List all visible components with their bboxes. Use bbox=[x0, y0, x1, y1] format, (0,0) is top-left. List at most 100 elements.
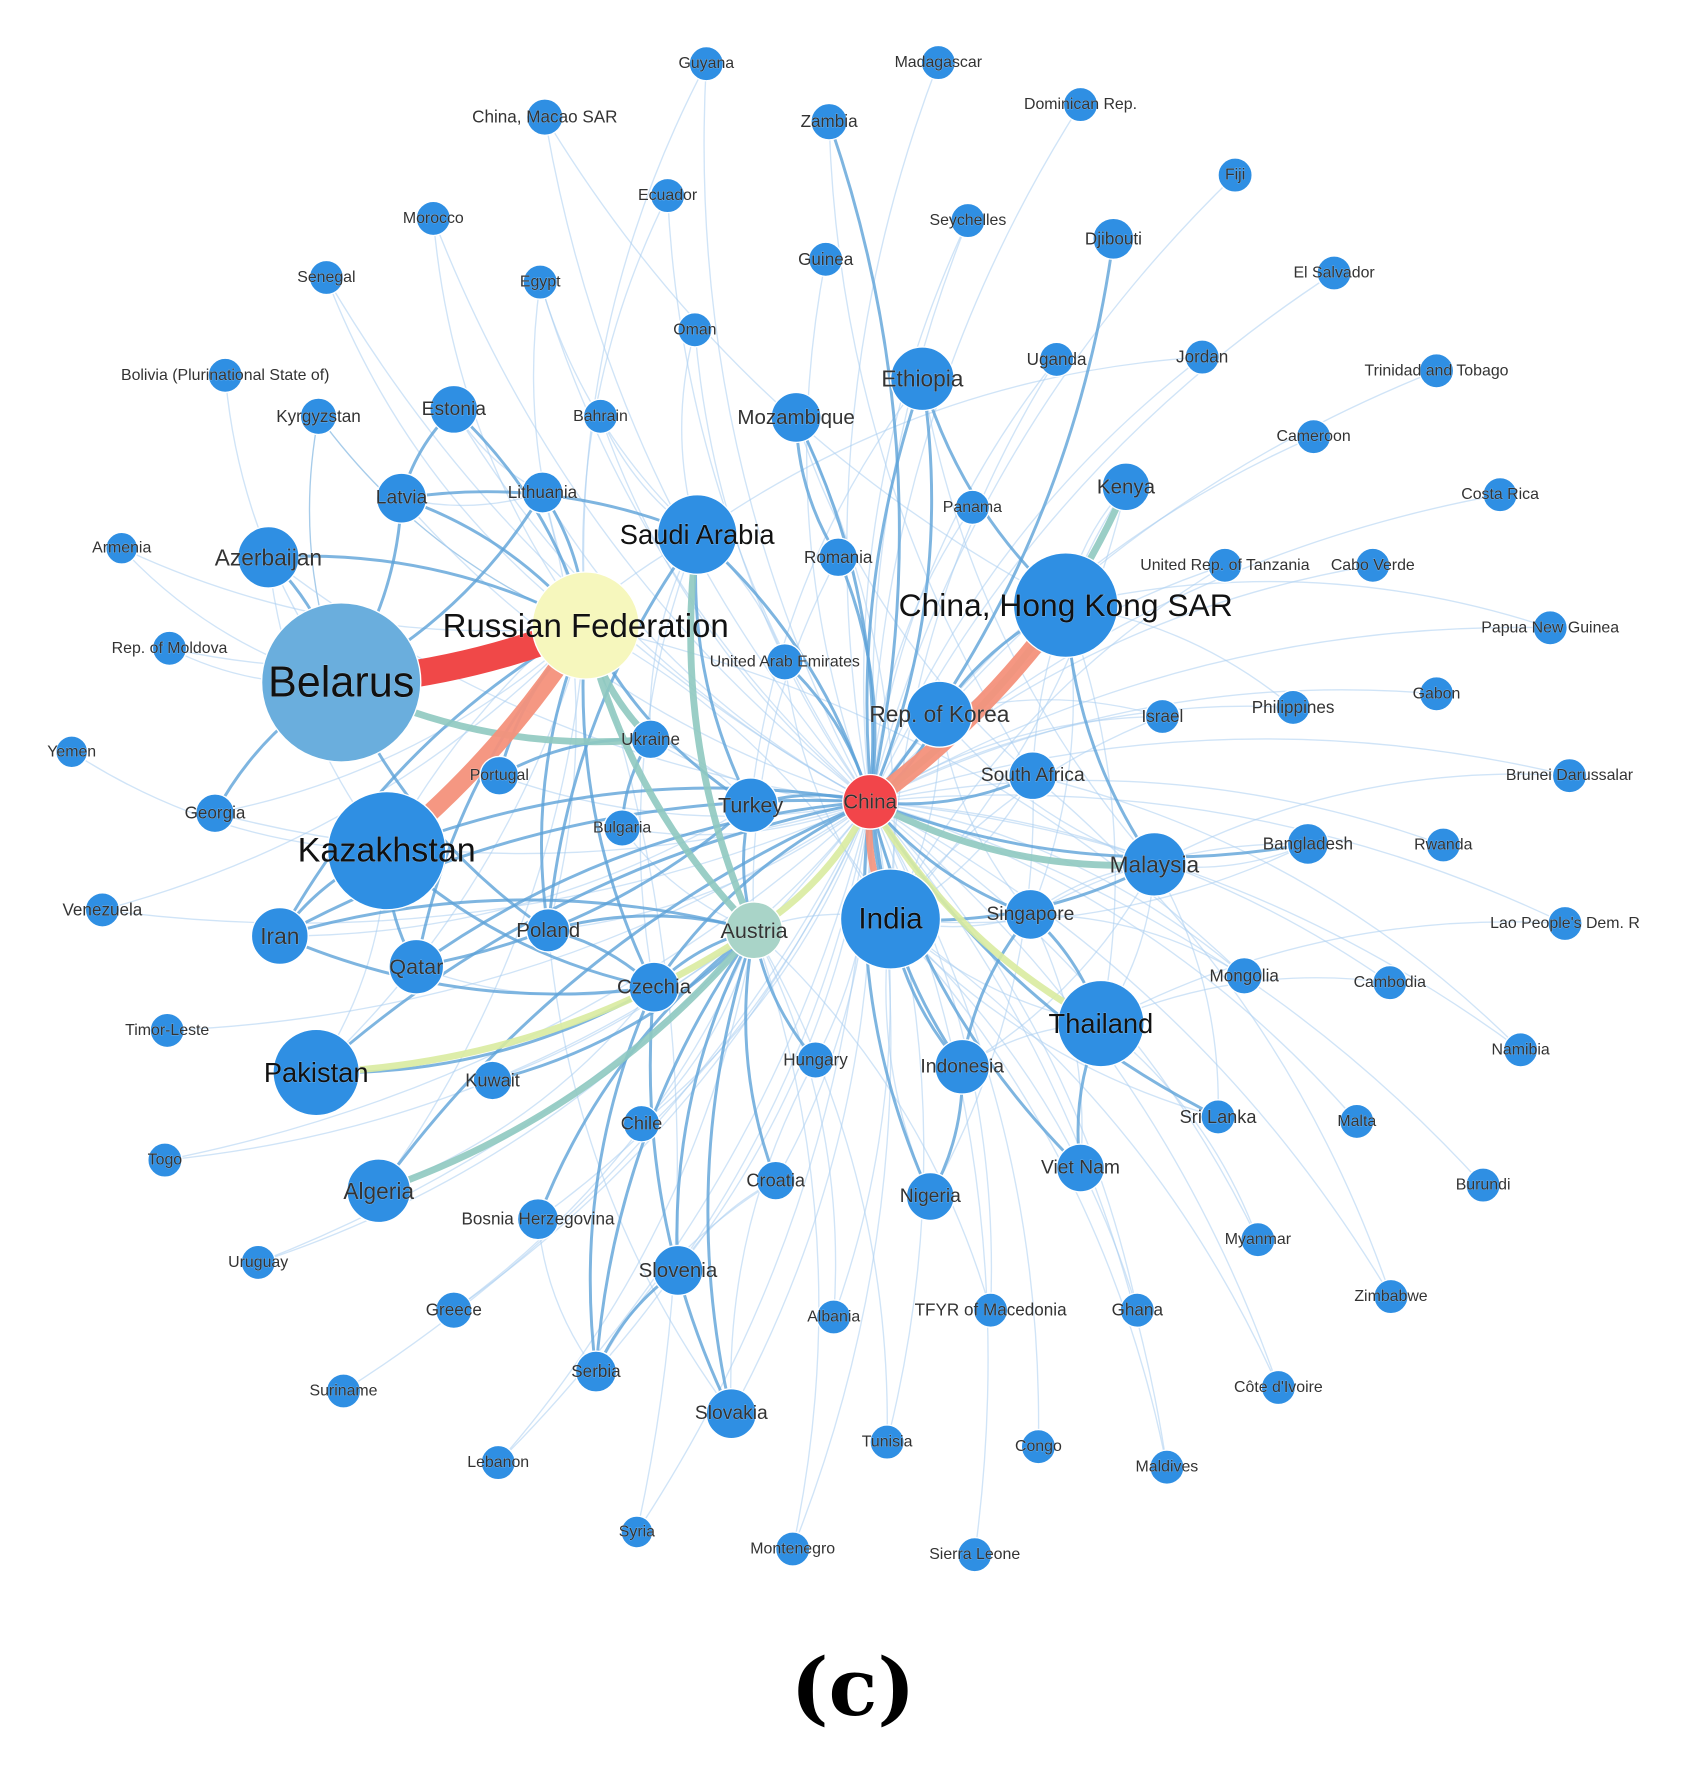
node-seychelles[interactable] bbox=[950, 202, 986, 239]
node-senegal[interactable] bbox=[308, 259, 345, 296]
node-bolivia-plurinational-state-of[interactable] bbox=[207, 357, 243, 394]
node-togo[interactable] bbox=[147, 1142, 183, 1178]
node-greece[interactable] bbox=[434, 1291, 473, 1330]
node-dominican-rep[interactable] bbox=[1062, 86, 1099, 123]
node-costa-rica[interactable] bbox=[1482, 476, 1518, 513]
node-sri-lanka[interactable] bbox=[1200, 1099, 1236, 1135]
node-austria[interactable] bbox=[725, 901, 784, 960]
node-singapore[interactable] bbox=[1004, 888, 1057, 941]
node-lebanon[interactable] bbox=[480, 1444, 516, 1481]
node-uganda[interactable] bbox=[1038, 341, 1075, 378]
node-qatar[interactable] bbox=[388, 938, 445, 995]
node-trinidad-and-tobago[interactable] bbox=[1418, 353, 1455, 389]
node-kuwait[interactable] bbox=[472, 1060, 513, 1101]
node-algeria[interactable] bbox=[346, 1158, 412, 1224]
node-cambodia[interactable] bbox=[1372, 964, 1408, 1001]
node-mongolia[interactable] bbox=[1225, 956, 1264, 995]
node-rep-of-korea[interactable] bbox=[905, 680, 974, 748]
node-croatia[interactable] bbox=[755, 1160, 796, 1201]
node-madagascar[interactable] bbox=[920, 44, 957, 81]
node-tfyr-of-macedonia[interactable] bbox=[972, 1292, 1009, 1328]
node-fiji[interactable] bbox=[1217, 157, 1253, 193]
node-el-salvador[interactable] bbox=[1316, 255, 1352, 291]
node-namibia[interactable] bbox=[1502, 1032, 1539, 1068]
node-kenya[interactable] bbox=[1101, 462, 1151, 512]
node-united-arab-emirates[interactable] bbox=[765, 643, 804, 681]
node-saudi-arabia[interactable] bbox=[656, 494, 738, 575]
node-united-rep-of-tanzania[interactable] bbox=[1207, 547, 1243, 584]
node-armenia[interactable] bbox=[105, 531, 139, 565]
node-bangladesh[interactable] bbox=[1286, 822, 1330, 866]
node-brunei-darussalam[interactable] bbox=[1551, 757, 1588, 794]
node-czechia[interactable] bbox=[628, 961, 680, 1013]
node-egypt[interactable] bbox=[522, 264, 558, 300]
node-timor-leste[interactable] bbox=[149, 1012, 185, 1049]
node-rwanda[interactable] bbox=[1425, 827, 1462, 863]
node-india[interactable] bbox=[839, 868, 942, 970]
node-gabon[interactable] bbox=[1418, 676, 1455, 712]
node-papua-new-guinea[interactable] bbox=[1532, 610, 1568, 646]
node-malta[interactable] bbox=[1339, 1103, 1375, 1140]
node-iran[interactable] bbox=[250, 906, 309, 966]
node-israel[interactable] bbox=[1144, 698, 1181, 735]
node-ghana[interactable] bbox=[1119, 1292, 1156, 1328]
node-albania[interactable] bbox=[815, 1299, 852, 1335]
node-kyrgyzstan[interactable] bbox=[299, 397, 338, 436]
node-guyana[interactable] bbox=[688, 45, 725, 82]
node-turkey[interactable] bbox=[722, 777, 779, 834]
node-portugal[interactable] bbox=[479, 755, 520, 796]
node-burundi[interactable] bbox=[1465, 1167, 1501, 1203]
node-philippines[interactable] bbox=[1275, 689, 1311, 726]
node-serbia[interactable] bbox=[574, 1350, 618, 1393]
node-c-te-d-ivoire[interactable] bbox=[1260, 1369, 1297, 1406]
node-venezuela[interactable] bbox=[84, 892, 121, 928]
node-pakistan[interactable] bbox=[272, 1028, 361, 1117]
node-syria[interactable] bbox=[620, 1515, 654, 1549]
node-zambia[interactable] bbox=[810, 102, 848, 141]
node-oman[interactable] bbox=[677, 312, 713, 348]
node-china[interactable] bbox=[842, 773, 899, 830]
node-lithuania[interactable] bbox=[521, 471, 564, 514]
node-china-macao-sar[interactable] bbox=[525, 98, 564, 136]
node-bulgaria[interactable] bbox=[603, 809, 641, 847]
node-malaysia[interactable] bbox=[1121, 831, 1187, 897]
node-yemen[interactable] bbox=[55, 735, 89, 769]
node-romania[interactable] bbox=[818, 537, 859, 578]
node-cameroon[interactable] bbox=[1295, 418, 1332, 455]
node-china-hong-kong-sar[interactable] bbox=[1012, 552, 1119, 659]
node-zimbabwe[interactable] bbox=[1373, 1278, 1409, 1315]
node-slovenia[interactable] bbox=[652, 1244, 704, 1297]
node-thailand[interactable] bbox=[1057, 979, 1145, 1068]
node-suriname[interactable] bbox=[325, 1373, 362, 1409]
node-south-africa[interactable] bbox=[1008, 751, 1058, 801]
node-panama[interactable] bbox=[954, 489, 991, 526]
node-estonia[interactable] bbox=[429, 384, 479, 434]
node-ethiopia[interactable] bbox=[889, 346, 955, 412]
node-belarus[interactable] bbox=[260, 602, 422, 763]
node-guinea[interactable] bbox=[807, 241, 844, 278]
node-myanmar[interactable] bbox=[1240, 1221, 1276, 1258]
node-congo[interactable] bbox=[1020, 1428, 1057, 1465]
node-lao-people-s-dem-r[interactable] bbox=[1547, 905, 1583, 942]
node-slovakia[interactable] bbox=[705, 1388, 757, 1440]
node-montenegro[interactable] bbox=[774, 1531, 811, 1567]
node-hungary[interactable] bbox=[796, 1041, 835, 1079]
node-tunisia[interactable] bbox=[869, 1424, 905, 1460]
node-jordan[interactable] bbox=[1184, 339, 1220, 375]
node-indonesia[interactable] bbox=[934, 1038, 991, 1095]
node-nigeria[interactable] bbox=[905, 1171, 955, 1222]
node-ecuador[interactable] bbox=[649, 177, 686, 214]
node-ukraine[interactable] bbox=[630, 719, 671, 760]
node-morocco[interactable] bbox=[415, 200, 452, 237]
node-georgia[interactable] bbox=[195, 793, 235, 834]
node-latvia[interactable] bbox=[375, 472, 428, 524]
node-azerbaijan[interactable] bbox=[237, 525, 300, 589]
node-kazakhstan[interactable] bbox=[326, 790, 447, 911]
node-sierra-leone[interactable] bbox=[956, 1536, 993, 1573]
node-poland[interactable] bbox=[525, 908, 571, 953]
node-bahrain[interactable] bbox=[582, 398, 619, 435]
node-bosnia-herzegovina[interactable] bbox=[516, 1198, 560, 1241]
node-djibouti[interactable] bbox=[1092, 217, 1135, 260]
node-russian-federation[interactable] bbox=[531, 571, 640, 680]
node-mozambique[interactable] bbox=[770, 391, 822, 444]
